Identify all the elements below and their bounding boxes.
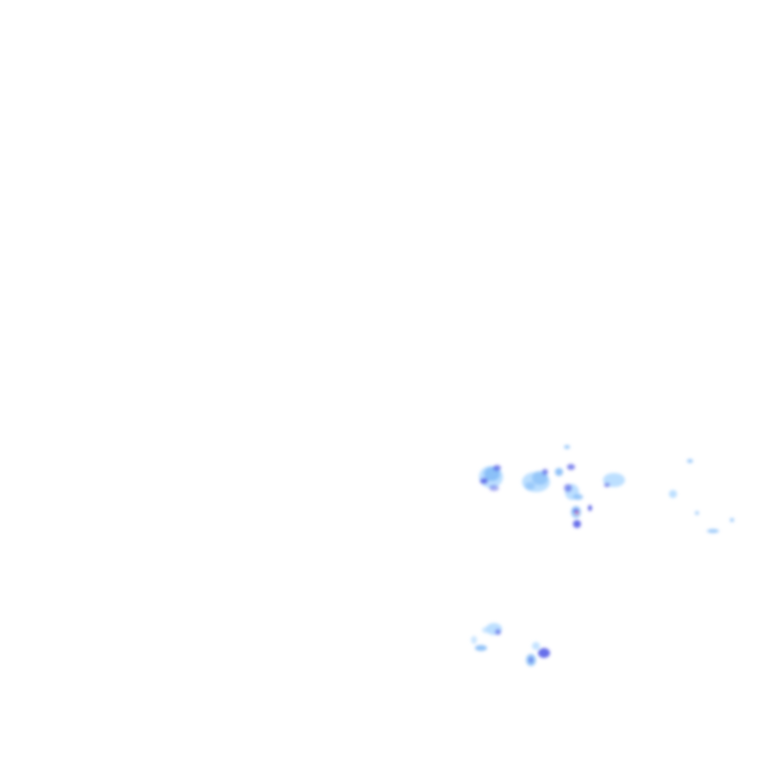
precipitation-cell: [471, 636, 477, 644]
precipitation-cell: [493, 465, 501, 471]
precipitation-cell: [573, 520, 581, 528]
precipitation-cell: [529, 657, 533, 663]
precipitation-cell: [482, 627, 490, 633]
precipitation-cell: [564, 484, 572, 492]
precipitation-cell: [707, 529, 719, 533]
precipitation-cell: [604, 483, 610, 487]
precipitation-cell: [669, 490, 677, 498]
precipitation-cell: [532, 642, 540, 650]
precipitation-cell: [695, 511, 699, 515]
precipitation-cell: [567, 464, 575, 470]
precipitation-cell: [730, 518, 734, 522]
precipitation-cell: [564, 445, 570, 449]
precipitation-cell: [538, 648, 550, 658]
precipitation-cell: [495, 629, 501, 635]
precipitation-cell: [588, 505, 592, 511]
precipitation-cell: [542, 469, 548, 475]
precipitation-cell: [525, 482, 535, 490]
precipitation-cell: [555, 468, 563, 476]
precipitation-cell: [475, 645, 487, 651]
precipitation-cell: [480, 478, 488, 484]
precipitation-cell: [687, 459, 693, 463]
precipitation-cell: [575, 511, 579, 515]
precipitation-cell: [489, 485, 499, 491]
precipitation-cell: [573, 494, 583, 500]
